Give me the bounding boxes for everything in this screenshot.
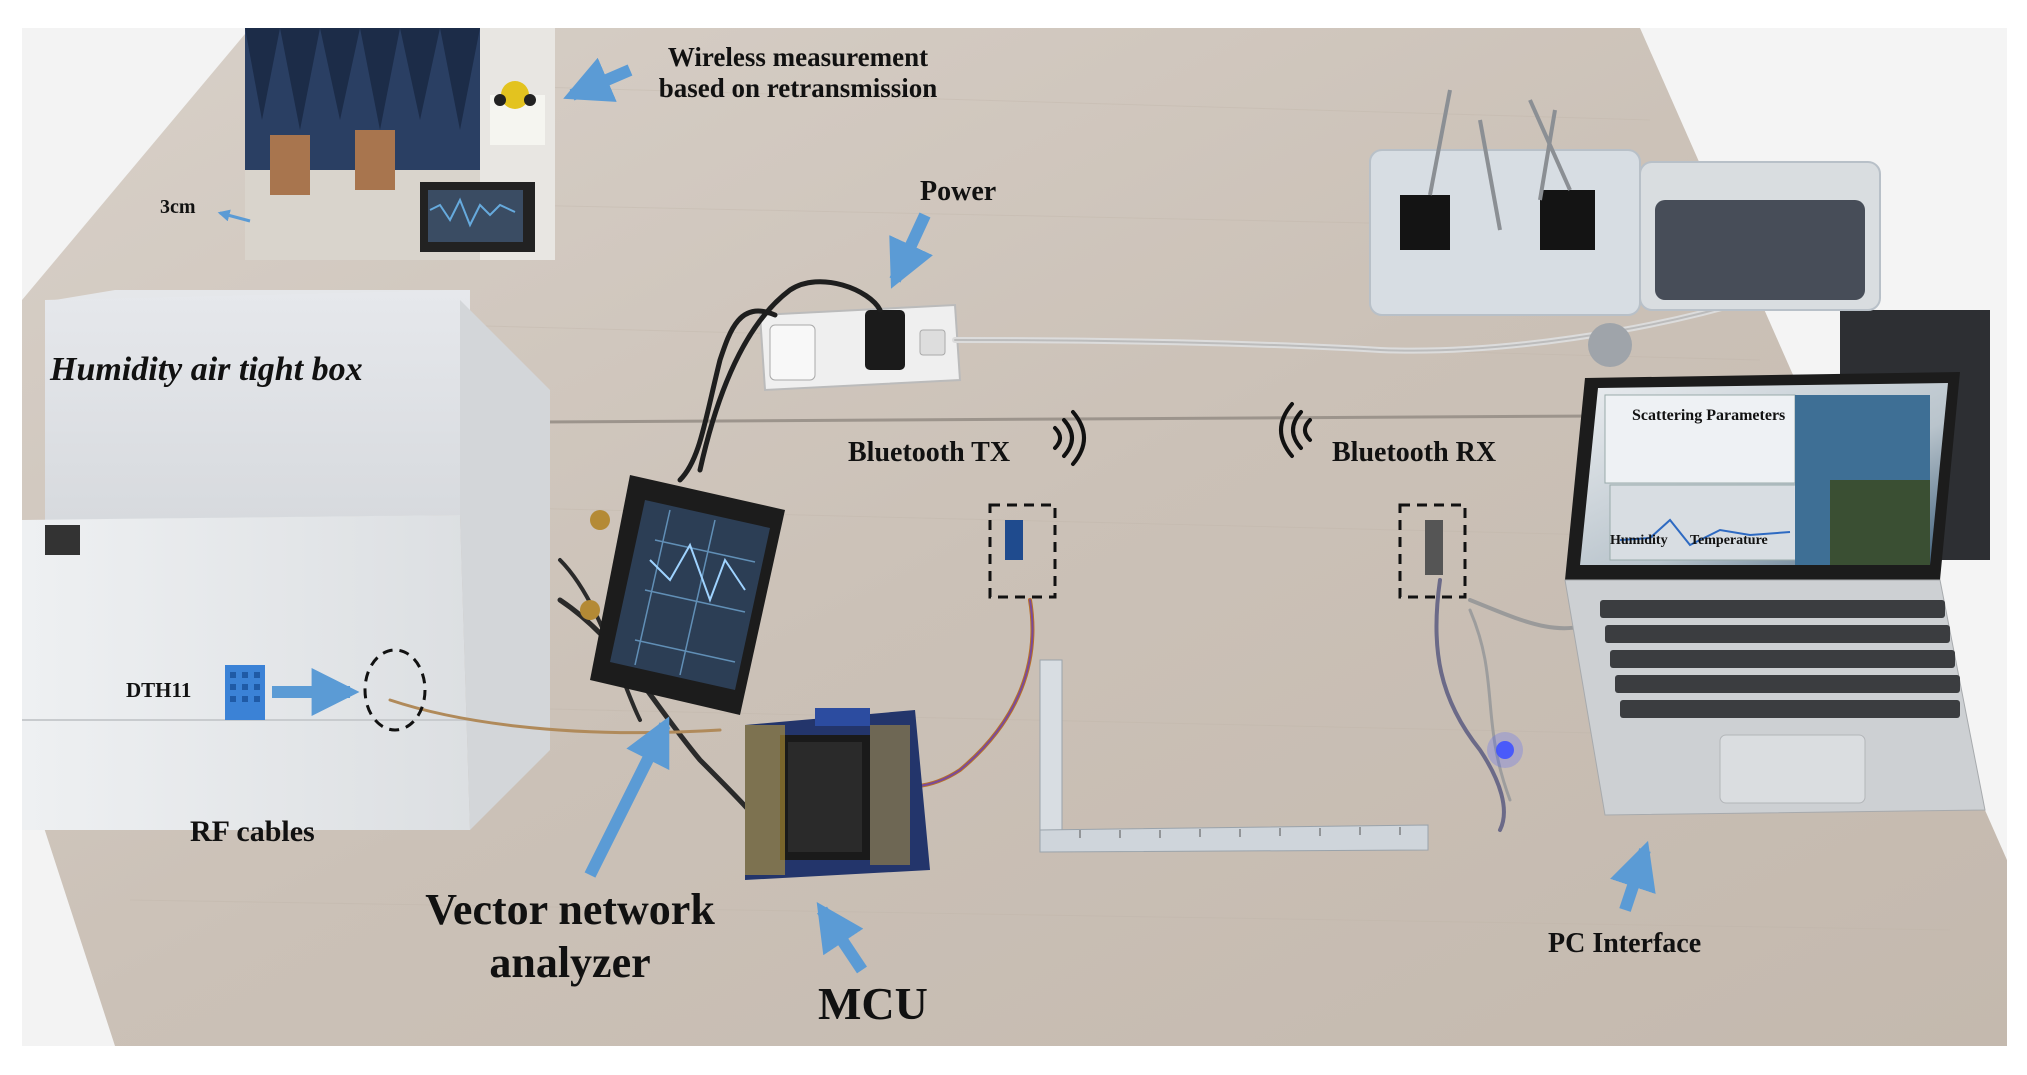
wireless-measurement-label: Wireless measurement based on retransmis… [628,42,968,104]
rf-cables-label: RF cables [190,815,315,848]
vna-line1: Vector network [425,885,715,934]
plastic-containers [1369,89,1881,367]
table-seam [539,414,1601,424]
humidity-box-label: Humidity air tight box [50,351,363,388]
laptop [1564,372,1986,816]
bluetooth-tx-module [988,503,1057,599]
arrow-wireless [563,57,633,102]
arrow-3cm [217,209,251,223]
power-strip [758,303,962,392]
arrow-vna [584,716,671,878]
box-lid [45,290,470,520]
humidity-screen-label: Humidity [1610,533,1668,548]
arrow-mcu [816,902,867,974]
rx-signal-icon [1279,402,1312,458]
arrow-pc [1610,840,1656,912]
scattering-parameters-label: Scattering Parameters [1632,407,1786,424]
power-label: Power [920,176,997,207]
tx-signal-icon [1053,410,1086,466]
wireless-measurement-line2: based on retransmission [658,73,938,104]
annotation-arrows [272,57,1656,974]
vna-label: Vector network analyzer [395,884,745,990]
box-side [460,300,550,830]
vna-line2: analyzer [489,937,651,987]
bluetooth-rx-label: Bluetooth RX [1332,437,1497,468]
inset-photo [245,28,555,260]
pc-interface-label: PC Interface [1548,928,1702,959]
temperature-screen-label: Temperature [1690,533,1768,548]
bluetooth-rx-module [1398,503,1523,768]
three-cm-label: 3cm [160,196,196,218]
bluetooth-tx-label: Bluetooth TX [848,437,1011,468]
dth11-label: DTH11 [126,678,192,702]
wireless-measurement-line1: Wireless measurement [667,42,929,72]
mcu-label: MCU [818,978,928,1029]
dth11-sensor [225,648,427,732]
vna-device [580,475,785,715]
mcu-board [745,708,930,880]
ruler [1039,659,1429,853]
arrow-power [889,212,933,289]
